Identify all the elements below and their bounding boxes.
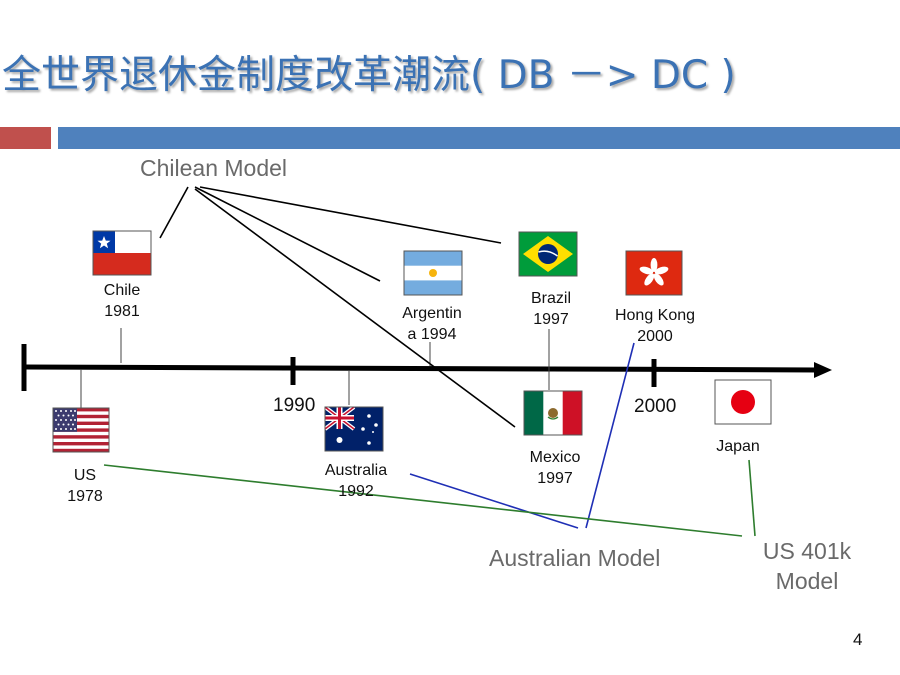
page-number: 4 (853, 630, 863, 649)
brazil-year: 1997 (533, 311, 569, 328)
japan-label: Japan (716, 438, 760, 455)
us401k-model-label-line2: Model (775, 568, 839, 594)
hongkong-name: Hong Kong (614, 307, 696, 324)
hongkong-flag-icon (625, 250, 683, 296)
us401k-model-label: US 401k Model (755, 536, 859, 596)
us-flag-icon (52, 407, 110, 453)
mexico-name: Mexico (529, 449, 581, 466)
argentina-name-line2: a 1994 (407, 326, 457, 343)
australian-to-australia (409, 473, 579, 529)
timeline-axis (21, 344, 832, 391)
mexico-label: Mexico 1997 (520, 447, 590, 489)
us401k-model-label-line1: US 401k (762, 538, 852, 564)
brazil-name: Brazil (530, 290, 571, 307)
argentina-label: Argentin a 1994 (394, 303, 470, 345)
chilean-to-argentina (194, 186, 381, 282)
mexico-year: 1997 (537, 470, 573, 487)
australia-flag-icon (323, 405, 384, 452)
us-year: 1978 (67, 488, 103, 505)
us401k-model-links (103, 459, 756, 537)
chilean-to-mexico (194, 188, 516, 428)
brazil-flag-icon (518, 231, 578, 277)
australian-to-hongkong (585, 342, 635, 529)
chilean-to-chile (159, 186, 189, 239)
mexico-flag-icon (523, 390, 583, 436)
argentina-flag-icon (403, 250, 463, 296)
chilean-model-links (159, 186, 516, 428)
australian-model-links (409, 342, 635, 529)
australian-model-label: Australian Model (489, 545, 661, 571)
hongkong-label: Hong Kong 2000 (604, 305, 706, 347)
argentina-name-line1: Argentin (402, 305, 462, 322)
brazil-label: Brazil 1997 (522, 288, 580, 330)
chile-name: Chile (103, 282, 141, 299)
chile-year: 1981 (104, 303, 140, 320)
header-bar-blue (58, 127, 900, 149)
chilean-model-label: Chilean Model (140, 155, 288, 181)
chilean-to-brazil (199, 186, 502, 244)
japan-flag-icon (714, 379, 772, 425)
us-name: US (73, 467, 97, 484)
us401k-to-us (103, 464, 743, 537)
header-bar-red (0, 127, 51, 149)
hongkong-year: 2000 (637, 328, 673, 345)
australia-name: Australia (324, 462, 388, 479)
chile-flag-icon (92, 230, 152, 276)
slide-title: 全世界退休金制度改革潮流( DB －> DC ) (2, 53, 736, 98)
timeline-arrowhead (814, 362, 832, 378)
australia-label: Australia 1992 (316, 460, 396, 502)
us-label: US 1978 (60, 465, 110, 507)
australia-year: 1992 (338, 483, 374, 500)
us401k-to-japan (748, 459, 756, 537)
year-2000-label: 2000 (634, 396, 677, 417)
chile-label: Chile 1981 (96, 280, 148, 322)
year-1990-label: 1990 (273, 395, 316, 416)
timeline-line (23, 364, 819, 373)
